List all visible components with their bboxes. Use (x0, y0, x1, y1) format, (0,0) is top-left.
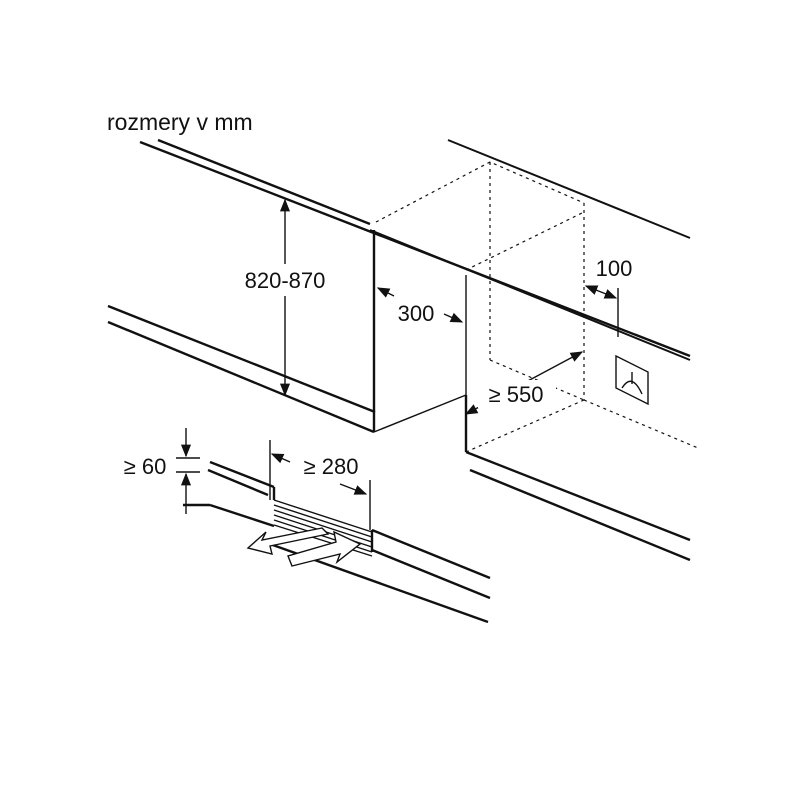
right-cabinet (464, 395, 691, 562)
airflow-in-arrow-icon (287, 530, 362, 567)
depth-rear-label: 300 (398, 301, 435, 326)
plinth (183, 460, 491, 624)
depth-niche-label: ≥ 550 (489, 382, 544, 407)
dimension-vent-width: ≥ 280 (269, 440, 371, 530)
height-label: 820-870 (245, 268, 326, 293)
dimension-socket-offset: 100 (584, 256, 633, 299)
socket-offset-label: 100 (596, 256, 633, 281)
power-socket-icon (615, 288, 649, 406)
dimension-height: 820-870 (229, 198, 341, 397)
dimension-plinth-height: ≥ 60 (124, 428, 200, 514)
dimension-depth-niche: ≥ 550 (464, 351, 584, 415)
dimension-depth-rear: 300 (376, 287, 464, 326)
diagram-caption: rozmery v mm (107, 109, 253, 135)
plinth-height-label: ≥ 60 (124, 454, 167, 479)
airflow-out-arrow-icon (246, 527, 330, 555)
worktop (139, 138, 691, 361)
vent-width-label: ≥ 280 (304, 454, 359, 479)
left-cabinet (107, 230, 467, 434)
